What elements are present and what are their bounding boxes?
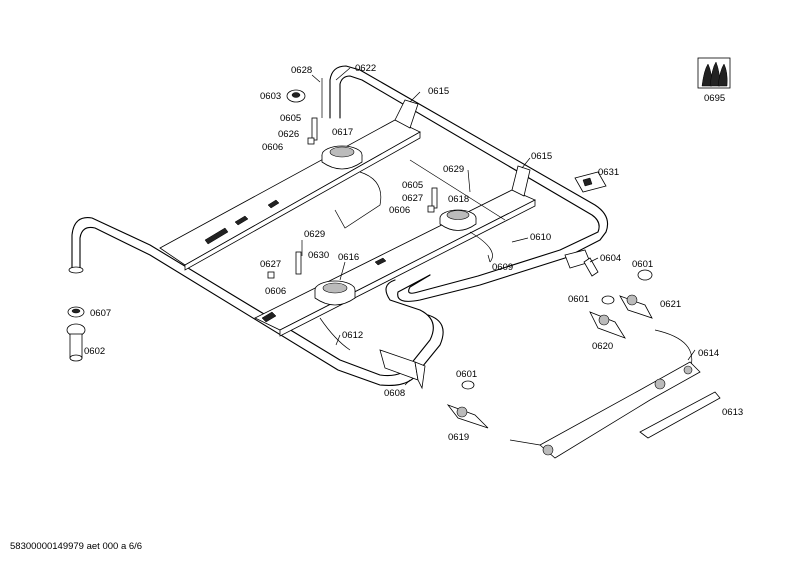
burner-0616 xyxy=(314,280,356,306)
washer-0601c xyxy=(461,380,475,390)
label-0602: 0602 xyxy=(84,346,105,357)
label-0607: 0607 xyxy=(90,308,111,319)
label-0616: 0616 xyxy=(338,252,359,263)
washer-0601b xyxy=(601,295,615,305)
label-0615b: 0615 xyxy=(531,151,552,162)
label-0601a: 0601 xyxy=(632,259,653,270)
label-0628: 0628 xyxy=(291,65,312,76)
bracket-0631 xyxy=(574,171,607,193)
burner-0617 xyxy=(321,145,363,170)
label-0609: 0609 xyxy=(492,262,513,273)
label-0603: 0603 xyxy=(260,91,281,102)
thermocouple-0627a xyxy=(427,187,438,213)
label-0619: 0619 xyxy=(448,432,469,443)
label-0631: 0631 xyxy=(598,167,619,178)
label-0606a: 0606 xyxy=(262,142,283,153)
part-labels: 0622 0628 0603 0615 0605 0626 0617 0606 … xyxy=(84,63,743,443)
nut-0603 xyxy=(286,89,306,103)
label-0610: 0610 xyxy=(530,232,551,243)
washer-0601a xyxy=(637,269,653,281)
clip-0604 xyxy=(564,249,599,277)
thermocouple-0627b xyxy=(267,240,303,279)
label-0613: 0613 xyxy=(722,407,743,418)
label-0617: 0617 xyxy=(332,127,353,138)
label-0627b: 0627 xyxy=(260,259,281,270)
label-0614: 0614 xyxy=(698,348,719,359)
label-0605a: 0605 xyxy=(280,113,301,124)
valve-0620 xyxy=(589,311,626,339)
bracket-0608 xyxy=(379,349,426,390)
label-0612: 0612 xyxy=(342,330,363,341)
thermocouple-0626 xyxy=(307,117,318,145)
label-0629b: 0629 xyxy=(304,229,325,240)
label-0630: 0630 xyxy=(308,250,329,261)
valve-0621 xyxy=(619,294,653,319)
label-0615a: 0615 xyxy=(428,86,449,97)
label-0620: 0620 xyxy=(592,341,613,352)
gas-pipe-frame xyxy=(68,65,609,387)
label-0627a: 0627 xyxy=(402,193,423,204)
document-footer: 58300000149979 aet 000 a 6/6 xyxy=(10,541,143,552)
burner-0618 xyxy=(439,209,477,231)
upper-cross-bar xyxy=(159,99,421,271)
nut-0607 xyxy=(67,306,85,318)
label-0606b: 0606 xyxy=(389,205,410,216)
label-0605b: 0605 xyxy=(402,180,423,191)
label-0601b: 0601 xyxy=(568,294,589,305)
label-0618: 0618 xyxy=(448,194,469,205)
flame-icon xyxy=(697,57,731,89)
leader-lines xyxy=(311,67,696,386)
label-0695: 0695 xyxy=(704,93,725,104)
label-0601c: 0601 xyxy=(456,369,477,380)
label-0626: 0626 xyxy=(278,129,299,140)
fitting-0602 xyxy=(66,323,86,362)
label-0629a: 0629 xyxy=(443,164,464,175)
label-0622: 0622 xyxy=(355,63,376,74)
valve-0619 xyxy=(446,404,489,429)
label-0604: 0604 xyxy=(600,253,621,264)
strip-0613 xyxy=(639,391,721,439)
label-0606c: 0606 xyxy=(265,286,286,297)
label-0621: 0621 xyxy=(660,299,681,310)
manifold-0614 xyxy=(539,361,701,459)
label-0608: 0608 xyxy=(384,388,405,399)
